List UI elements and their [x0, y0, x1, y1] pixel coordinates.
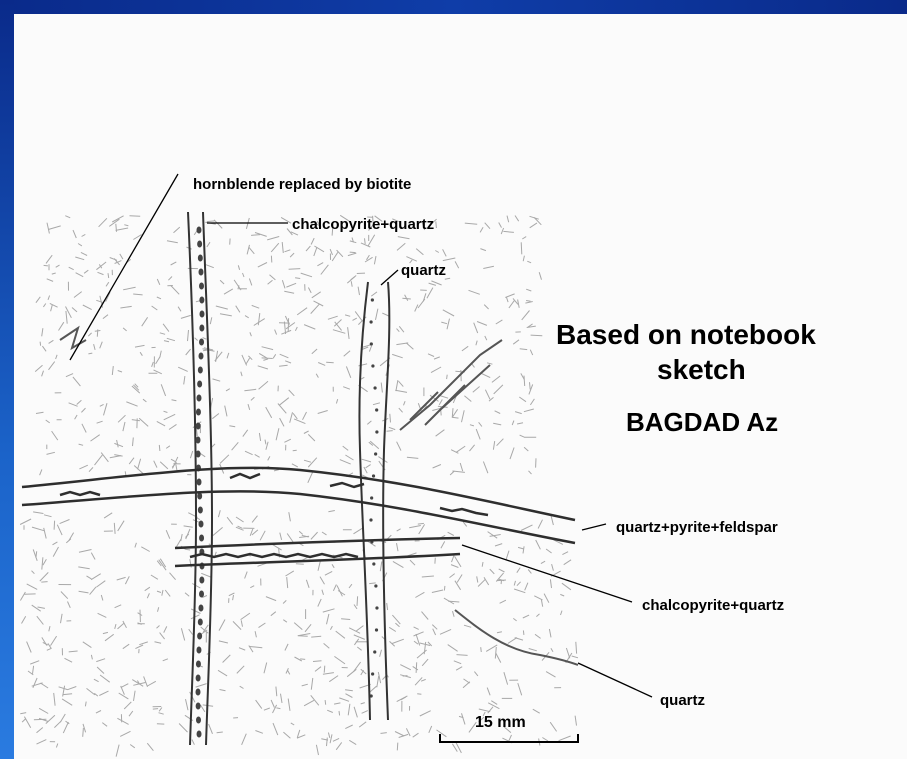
sketch-sheet: hornblende replaced by biotite chalcopyr… [14, 14, 907, 759]
horizontal-vein-quartz-pyrite-feldspar [22, 468, 575, 543]
horizontal-vein-chalcopyrite-lower [175, 538, 460, 566]
label-chalcopyrite-top: chalcopyrite+quartz [292, 216, 434, 233]
biotite-clusters [60, 328, 502, 430]
label-quartz-pyrite-feldspar: quartz+pyrite+feldspar [616, 519, 778, 536]
vertical-vein-quartz [359, 282, 389, 720]
label-quartz-bottom: quartz [660, 692, 705, 709]
scale-bar-label: 15 mm [475, 714, 526, 732]
rock-texture [20, 215, 578, 756]
title-line-2: sketch [657, 354, 746, 386]
slide-frame-top [0, 0, 907, 14]
title-line-3: BAGDAD Az [626, 407, 778, 438]
vein-ore-grains [196, 227, 379, 738]
sketch-drawing [14, 14, 907, 759]
slide-frame-left [0, 0, 14, 759]
title-line-1: Based on notebook [556, 319, 816, 351]
label-quartz-top: quartz [401, 262, 446, 279]
label-hornblende: hornblende replaced by biotite [193, 176, 411, 193]
leader-lines [70, 174, 652, 697]
label-chalcopyrite-bottom: chalcopyrite+quartz [642, 597, 784, 614]
